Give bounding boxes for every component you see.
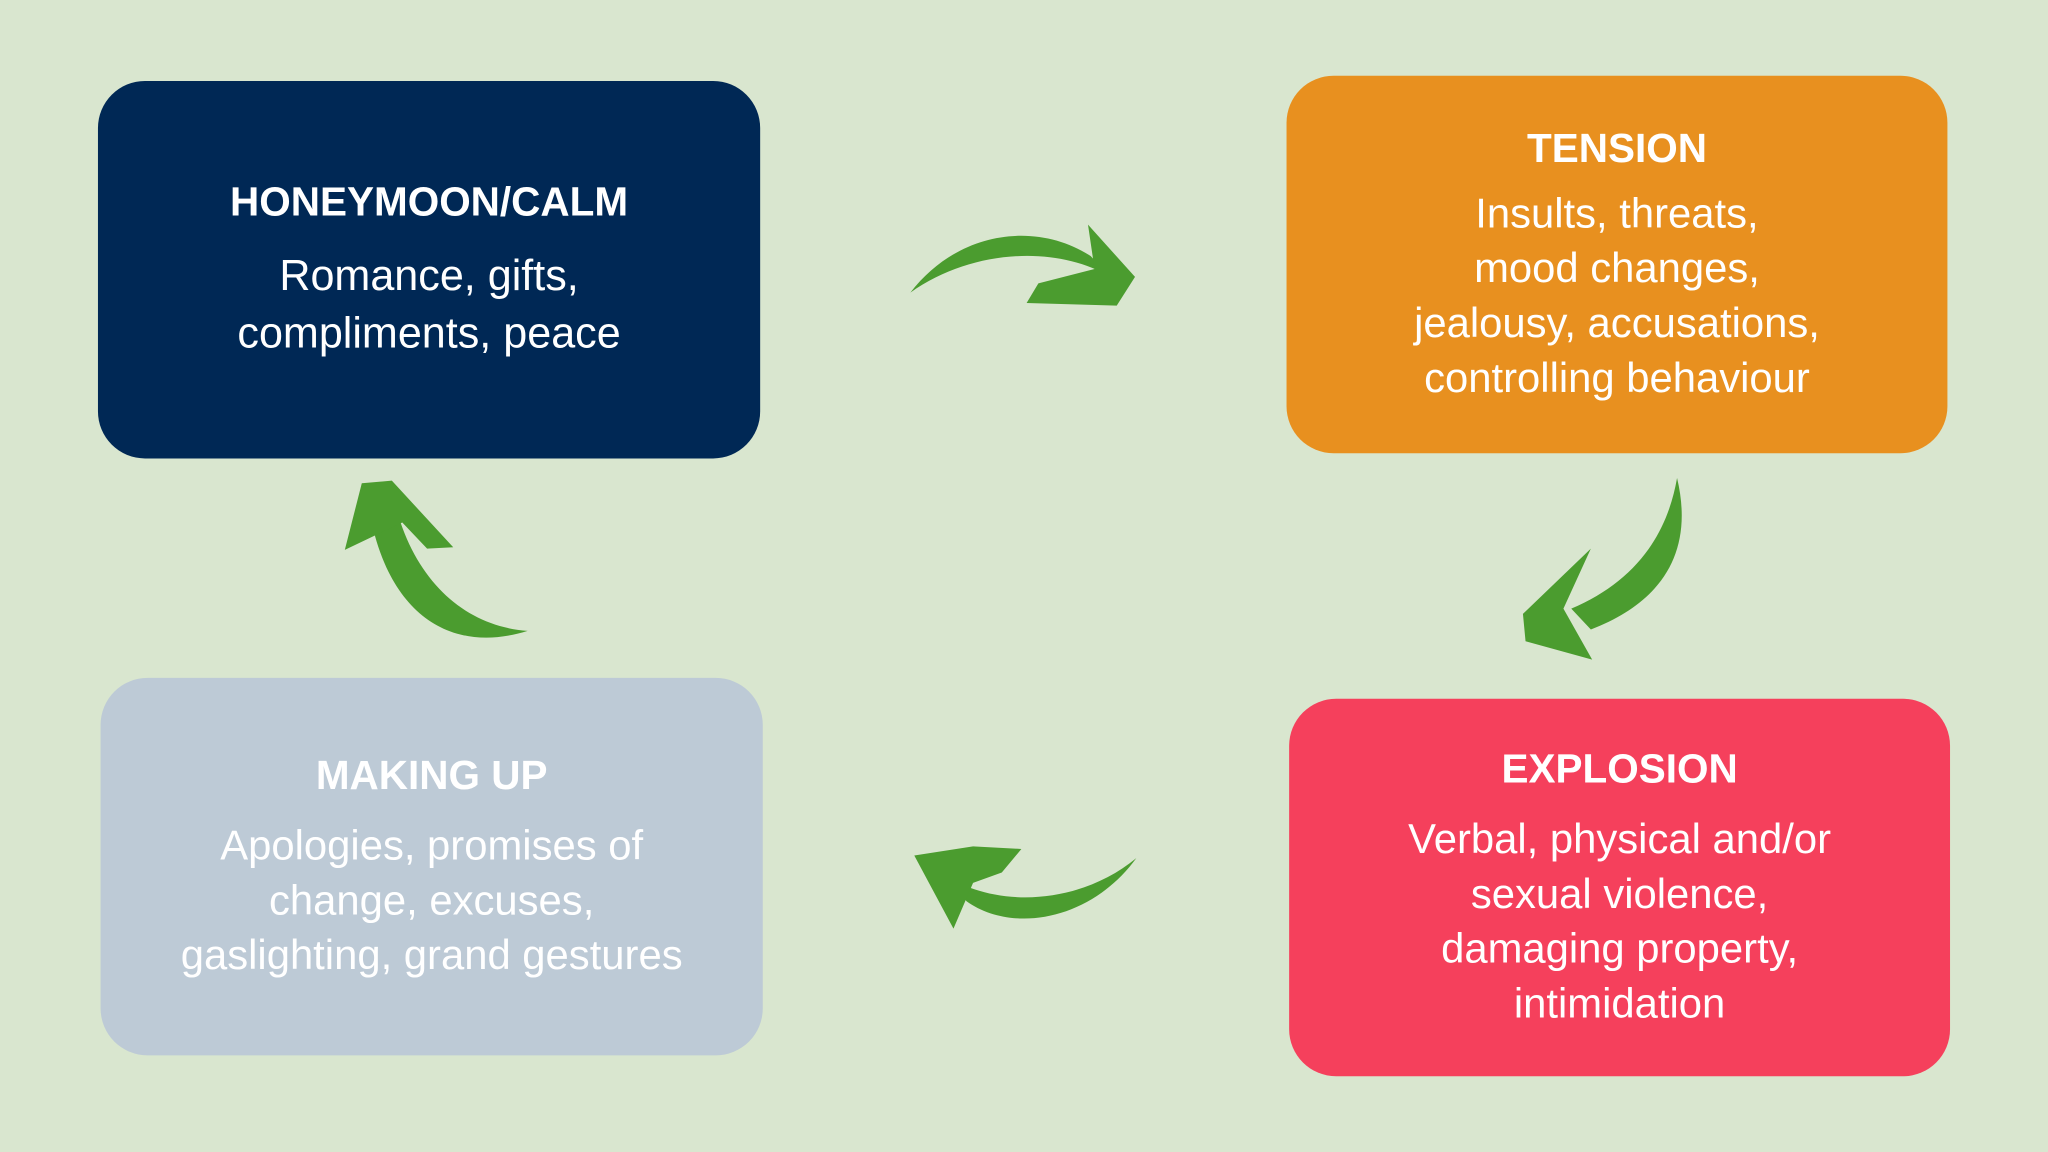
stage-box-honeymoon: HONEYMOON/CALM Romance, gifts, complimen… [97,80,761,459]
stage-box-making-up: MAKING UP Apologies, promises of change,… [100,677,763,1056]
stage-body-tension: Insults, threats, mood changes, jealousy… [1414,188,1820,401]
stage-body-making-up: Apologies, promises of change, excuses, … [180,820,683,978]
curved-arrow-right-icon [910,224,1136,306]
stage-title-explosion: EXPLOSION [1501,745,1738,791]
curved-arrow-up-icon [344,480,528,638]
curved-arrow-left-icon [914,846,1137,929]
stage-box-explosion: EXPLOSION Verbal, physical and/or sexual… [1289,698,1951,1077]
curved-arrow-down-icon [1522,478,1682,660]
stage-title-tension: TENSION [1526,124,1707,171]
stage-title-making-up: MAKING UP [315,751,548,798]
stage-box-tension: TENSION Insults, threats, mood changes, … [1286,75,1948,454]
stage-body-honeymoon: Romance, gifts, compliments, peace [237,250,621,356]
stage-title-honeymoon: HONEYMOON/CALM [229,178,629,224]
stage-body-explosion: Verbal, physical and/or sexual violence,… [1408,814,1832,1026]
